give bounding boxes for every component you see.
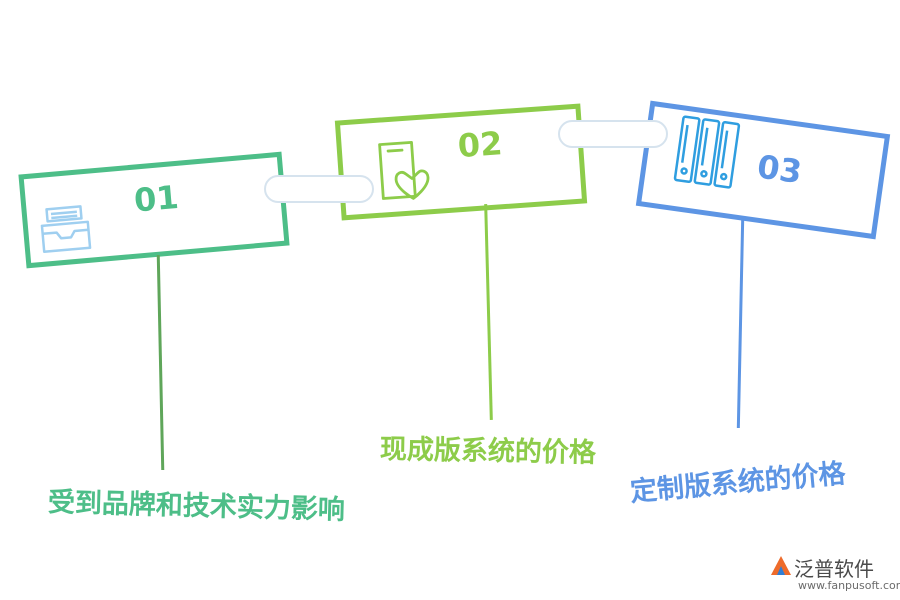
step-card-01: 01 — [18, 151, 290, 269]
step-card-03: 03 — [635, 100, 891, 240]
connector-01-02 — [264, 175, 374, 203]
step-label-03: 定制版系统的价格 — [628, 458, 847, 508]
inbox-tray-icon — [40, 205, 92, 253]
brand-logo-icon — [771, 556, 791, 575]
step-number-01: 01 — [132, 177, 181, 220]
step-number-02: 02 — [456, 124, 504, 166]
phone-heart-icon — [378, 141, 430, 200]
step-label-01: 受到品牌和技术实力影响 — [47, 487, 346, 526]
pole-03 — [736, 219, 745, 429]
brand-name: 泛普软件 — [794, 557, 874, 581]
pole-02 — [484, 203, 493, 421]
step-label-02: 现成版系统的价格 — [379, 434, 597, 469]
binders-icon — [673, 115, 741, 189]
brand-logo: 泛普软件 www.fanpusoft.com — [768, 553, 900, 597]
pole-01 — [156, 254, 165, 471]
connector-02-03 — [558, 120, 668, 148]
step-number-03: 03 — [754, 147, 805, 192]
brand-url: www.fanpusoft.com — [798, 579, 900, 592]
step-card-02: 02 — [334, 103, 588, 221]
